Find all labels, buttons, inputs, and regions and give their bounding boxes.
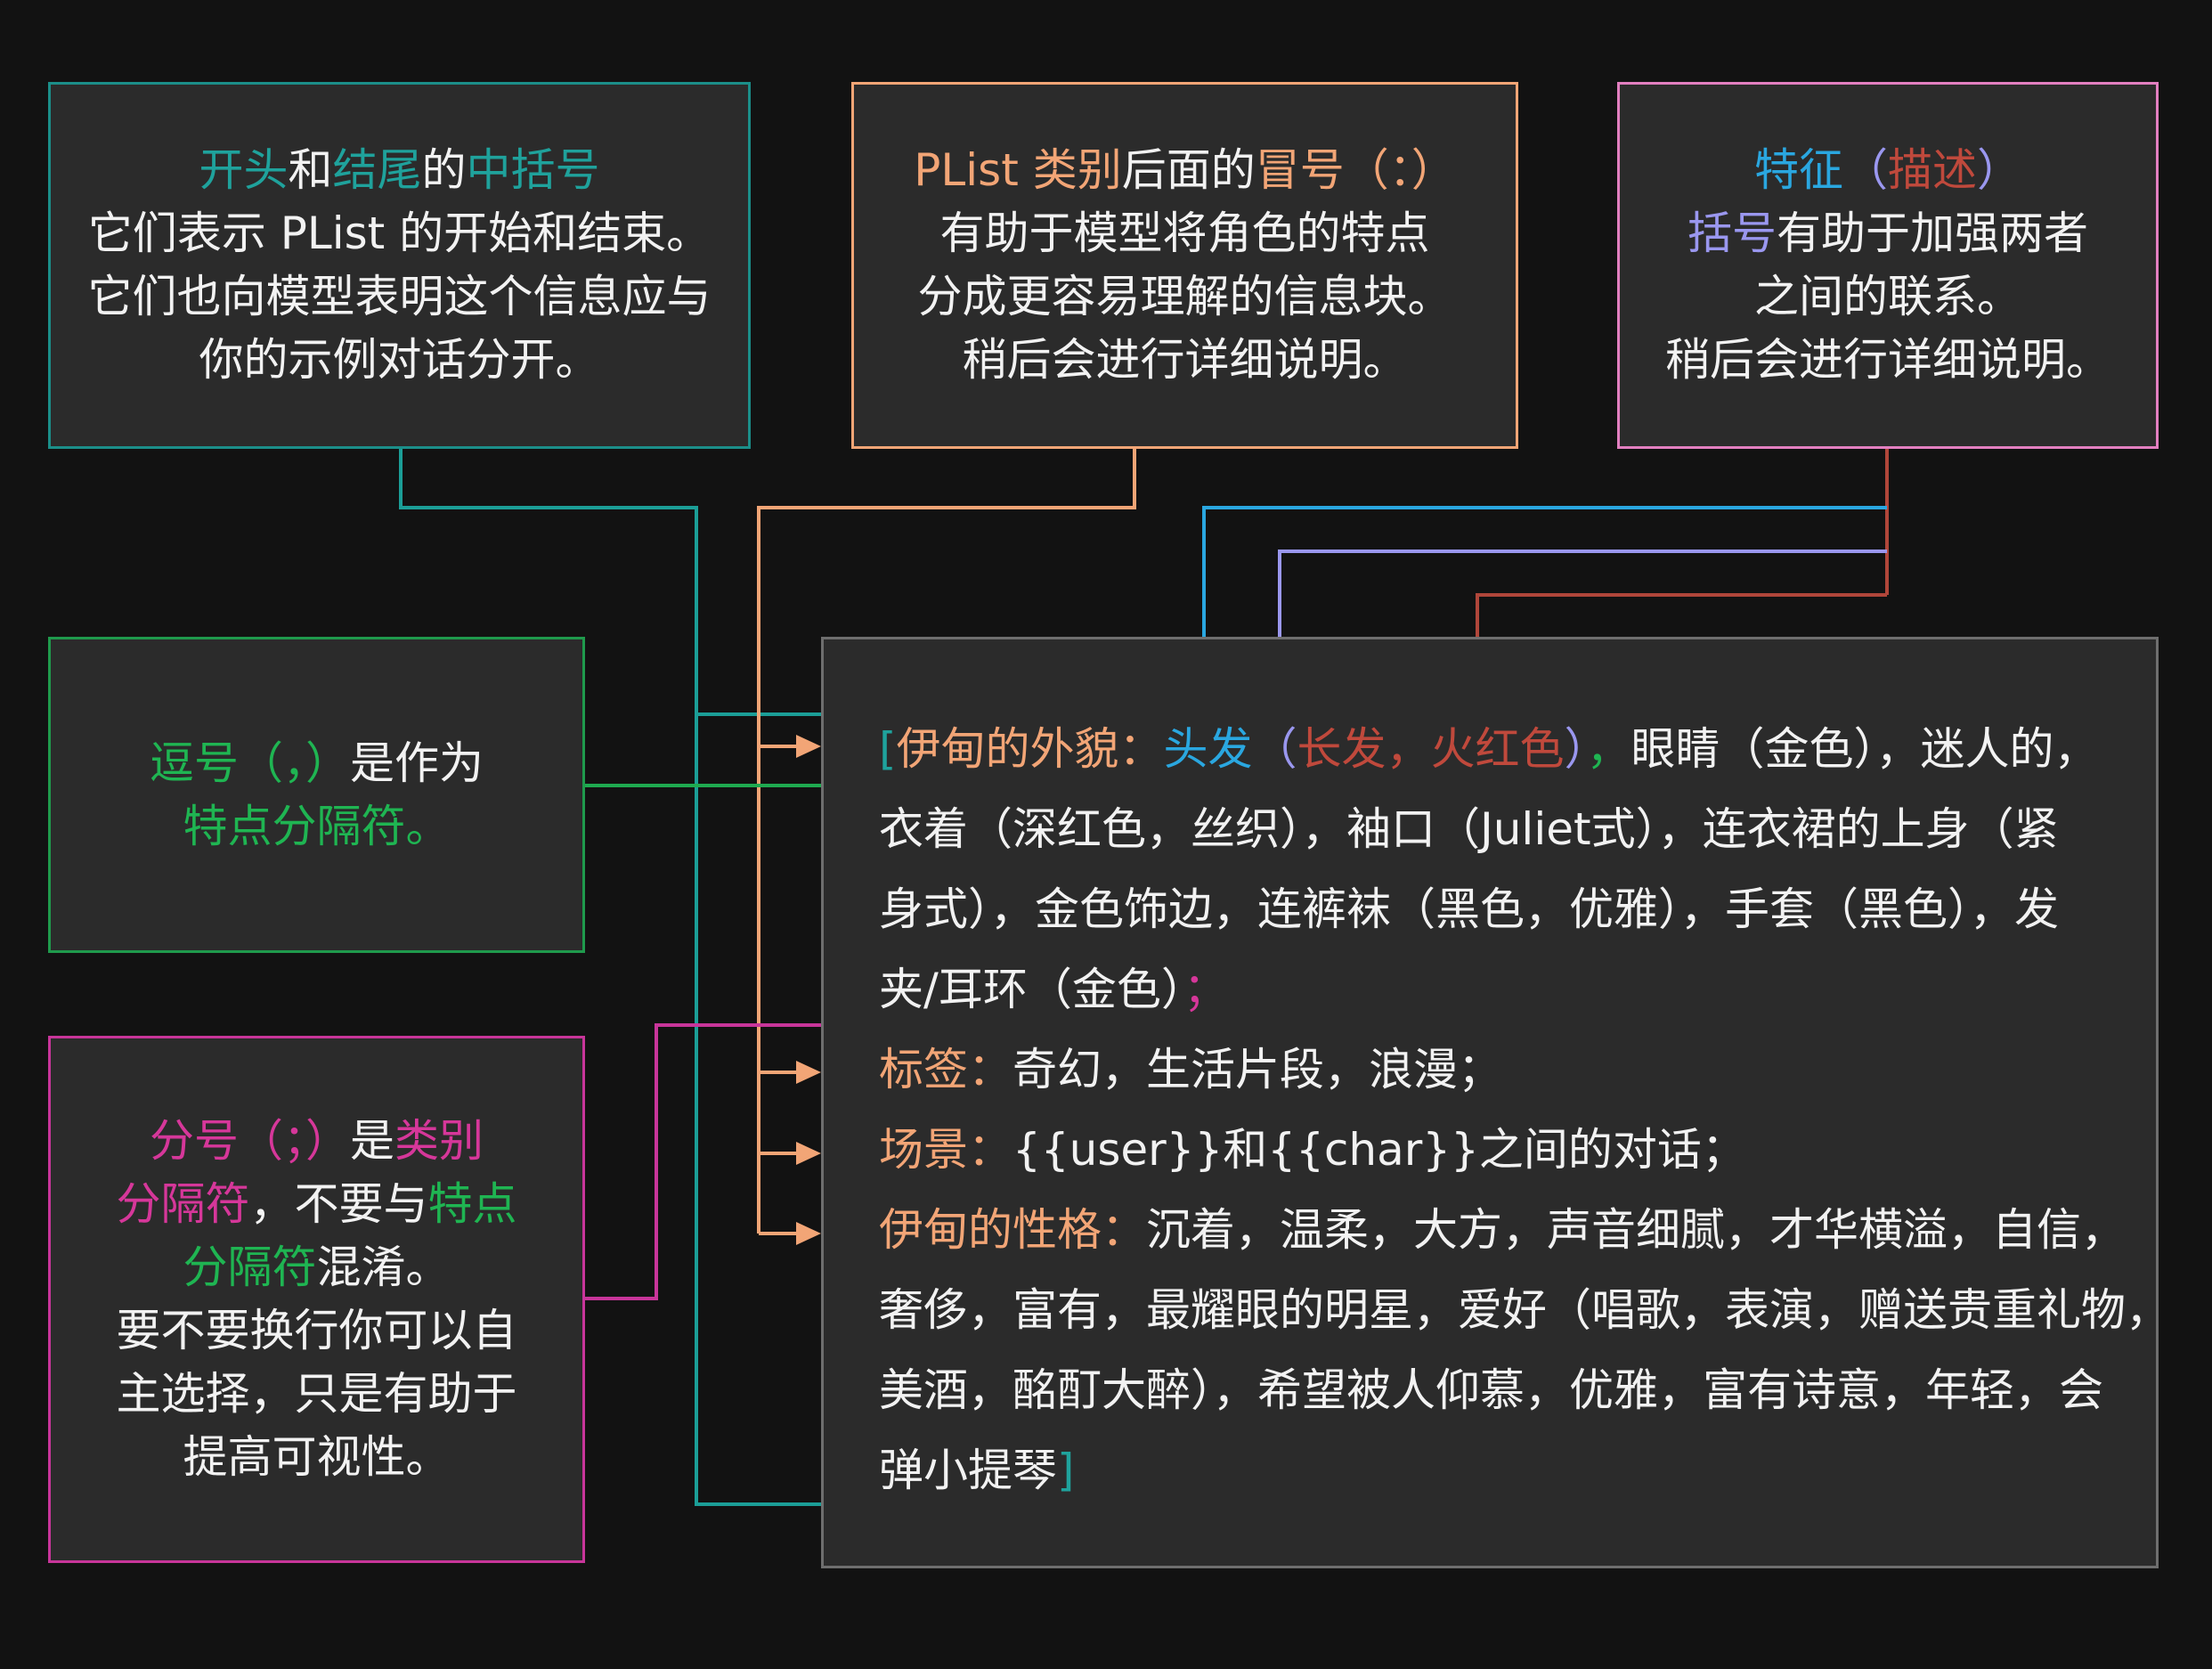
plist-line-8: 奢侈，富有，最耀眼的明星，爱好（唱歌，表演，赠送贵重礼物， bbox=[879, 1284, 2170, 1336]
semicolon-note-line5: 主选择，只是有助于 bbox=[116, 1368, 517, 1420]
colon-note-line1: PList 类别后面的冒号（：） bbox=[914, 144, 1456, 196]
comma-note: 逗号（，）是作为 特点分隔符。 bbox=[48, 637, 585, 953]
plist-line-4: 夹/耳环（金色）； bbox=[879, 964, 1228, 1015]
semicolon-note-line4: 要不要换行你可以自 bbox=[116, 1305, 517, 1356]
semicolon-note: 分号（；）是类别 分隔符，不要与特点 分隔符混淆。 要不要换行你可以自 主选择，… bbox=[48, 1036, 585, 1563]
feature-note: 特征（描述） 括号有助于加强两者 之间的联系。 稍后会进行详细说明。 bbox=[1617, 82, 2159, 449]
open-bracket: [ bbox=[879, 723, 897, 775]
brackets-note-line4: 你的示例对话分开。 bbox=[199, 334, 600, 386]
plist-line-5: 标签：奇幻，生活片段，浪漫； bbox=[879, 1044, 1502, 1095]
semicolon-note-line3: 分隔符混淆。 bbox=[183, 1242, 451, 1293]
feature-note-line2: 括号有助于加强两者 bbox=[1687, 208, 2088, 259]
plist-line-10: 弹小提琴] bbox=[879, 1445, 1075, 1496]
plist-line-2: 衣着（深红色，丝织），袖口（Juliet式），连衣裙的上身（紧 bbox=[879, 803, 2059, 855]
brackets-note-line1: 开头和结尾的中括号 bbox=[199, 144, 600, 196]
semicolon-note-line6: 提高可视性。 bbox=[183, 1431, 451, 1483]
colon-note-line3: 分成更容易理解的信息块。 bbox=[917, 271, 1452, 322]
colon-connector bbox=[757, 449, 1136, 1235]
brackets-note-line3: 它们也向模型表明这个信息应与 bbox=[87, 271, 712, 322]
close-bracket: ] bbox=[1057, 1445, 1075, 1496]
comma-note-line2: 特点分隔符。 bbox=[183, 800, 451, 852]
plist-line-3: 身式），金色饰边，连裤袜（黑色，优雅），手套（黑色），发 bbox=[879, 883, 2059, 935]
feature-note-line1: 特征（描述） bbox=[1754, 144, 2021, 196]
arrow-to-personality bbox=[796, 1222, 821, 1245]
brackets-note: 开头和结尾的中括号 它们表示 PList 的开始和结束。 它们也向模型表明这个信… bbox=[48, 82, 751, 449]
plist-line-9: 美酒，酩酊大醉），希望被人仰慕，优雅，富有诗意，年轻，会 bbox=[879, 1364, 2103, 1416]
arrow-to-scenario bbox=[796, 1142, 821, 1165]
colon-note-line4: 稍后会进行详细说明。 bbox=[962, 334, 1408, 386]
semicolon-mark: ； bbox=[1183, 964, 1228, 1015]
feature-note-line3: 之间的联系。 bbox=[1754, 271, 2021, 322]
plist-line-6: 场景：{{user}}和{{char}}之间的对话； bbox=[879, 1124, 1746, 1176]
arrow-to-tags bbox=[796, 1061, 821, 1084]
semicolon-note-line1: 分号（；）是类别 bbox=[150, 1115, 484, 1167]
plist-line-1: [伊甸的外貌：头发（长发，火红色），眼睛（金色），迷人的， bbox=[879, 723, 2099, 775]
arrow-to-appearance bbox=[796, 735, 821, 758]
colon-note: PList 类别后面的冒号（：） 有助于模型将角色的特点 分成更容易理解的信息块… bbox=[851, 82, 1518, 449]
feature-blue-connector bbox=[1202, 506, 1887, 686]
feature-note-line4: 稍后会进行详细说明。 bbox=[1665, 334, 2110, 386]
plist-example-panel: [伊甸的外貌：头发（长发，火红色），眼睛（金色），迷人的， 衣着（深红色，丝织）… bbox=[821, 637, 2170, 1568]
comma-note-line1: 逗号（，）是作为 bbox=[150, 737, 484, 789]
semicolon-note-line2: 分隔符，不要与特点 bbox=[116, 1178, 517, 1230]
brackets-note-line2: 它们表示 PList 的开始和结束。 bbox=[87, 208, 712, 259]
plist-line-7: 伊甸的性格：沉着，温柔，大方，声音细腻，才华横溢，自信， bbox=[879, 1204, 2126, 1256]
colon-note-line2: 有助于模型将角色的特点 bbox=[939, 208, 1430, 259]
